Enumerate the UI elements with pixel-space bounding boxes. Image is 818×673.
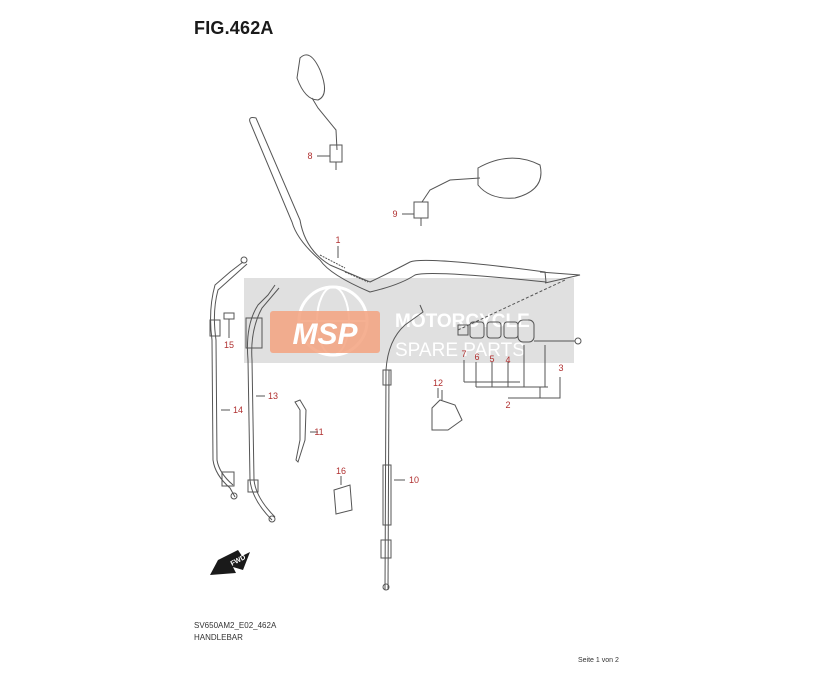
watermark-logo-box [270,311,380,353]
figure-title: FIG.462A [194,18,274,38]
callout-15: 15 [224,340,234,350]
callout-4: 4 [505,355,510,365]
callout-13: 13 [268,391,278,401]
callout-3: 3 [558,363,563,373]
callout-1: 1 [335,235,340,245]
figure-caption: HANDLEBAR [194,633,243,642]
page-indicator: Seite 1 von 2 [578,657,619,664]
cable-13 [245,284,280,523]
callout-12: 12 [433,378,443,388]
callout-6: 6 [474,352,479,362]
leader-lines [221,155,439,485]
callout-7: 7 [461,349,466,359]
mirror-left [296,54,343,170]
grip-parts [457,279,582,399]
watermark-line2: SPARE PARTS [395,340,525,361]
label-16 [333,484,353,515]
callout-2: 2 [505,400,510,410]
callout-11: 11 [314,427,323,437]
bracket-12 [431,390,463,431]
mirror-right [413,157,542,226]
cable-14 [209,256,248,500]
callout-9: 9 [392,209,397,219]
callout-5: 5 [489,354,494,364]
callouts: 1 2 3 4 5 6 7 8 9 10 11 12 13 14 15 16 [224,151,564,485]
callout-8: 8 [307,151,312,161]
fwd-arrow: FWD [210,550,250,575]
watermark: MSP MOTORCYCLE SPARE PARTS [244,278,574,363]
watermark-logo-text: MSP [292,318,358,351]
cable-10 [380,304,424,591]
handlebar [249,117,581,293]
bolt-15 [223,312,235,330]
model-code: SV650AM2_E02_462A [194,621,277,630]
callout-16: 16 [336,466,346,476]
callout-14: 14 [233,405,243,415]
watermark-line1: MOTORCYCLE [395,311,530,332]
clamp-11 [294,399,307,463]
callout-10: 10 [409,475,419,485]
